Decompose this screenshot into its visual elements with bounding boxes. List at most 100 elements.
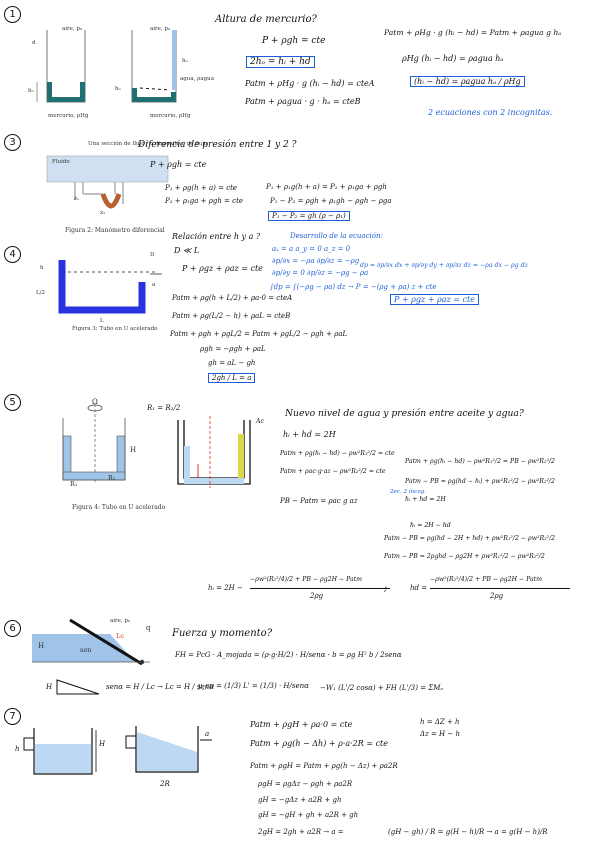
s4-line3: Patm + ρg(L/2 − h) + ρaL = cteB [172,312,291,320]
s6-line1: FH = PcG · A_mojada = (ρ·g·H/2) · H/senα… [175,651,402,659]
figure-manometer-left [36,30,86,103]
figure-rotating-u-tube-sketch [177,416,251,488]
s7-line4: ρgH = ρgΔz − ρgh + ρa2R [258,780,353,788]
s7-side1: h = ΔZ + h [420,718,460,726]
fig3-label-z1: z₁ [74,196,80,202]
fig6-label-q: q [146,624,151,632]
fig5-aceite-label: Ac [256,418,264,425]
figure-inclined-gate [32,618,150,666]
section-number: 3 [4,134,21,151]
s6-line4: −W₁ (L'/2 cosα) + FH (L'/3) = ΣMₒ [320,684,444,692]
s5-mid0: hᵢ = 2H − hd [410,522,451,529]
s4-right1: aₓ = a a_y = 0 a_z = 0 [272,245,351,253]
fig5-label-H: H [130,446,137,454]
s5-eq-top: R₁ = R₂/2 [147,404,181,412]
s5-title: Nuevo nivel de agua y presión entre acei… [285,408,524,419]
s7-line7a: 2gH = 2gh + a2R → a = [258,828,344,836]
s4-line2: Patm + ρg(h + L/2) + ρa·0 = cteA [172,294,293,302]
s5-h1-lhs: hᵢ = 2H − [208,584,243,592]
section-number: 7 [4,708,21,725]
s4-right6-boxed: P + ρgz + ρaz = cte [390,294,479,305]
fig5-label-omega: Ω [92,398,98,406]
section-number: 4 [4,246,21,263]
s5-mid2: Patm − PB = 2ρghd − ρg2H + ρw²R₁²/2 − ρw… [384,553,545,560]
fig1-label-hb: hₙ [28,88,34,94]
fig1r-label-aire: aire, p₀ [150,26,171,32]
s5-brace1: Patm + ρg(hᵢ − hd) − ρw²R₁²/2 = PB − ρw²… [405,458,555,465]
s3-line3: P₂ + ρ₁ga + ρgh = cte [165,197,244,205]
s4-right3: ∂p/∂y = 0 ∂p/∂z = −ρg − ρa [272,269,369,277]
s3-right3-boxed: P₁ − P₂ = gh (ρ − ρ₁) [268,211,350,221]
s4-line5: ρgh = −ρgh + ρaL [200,345,266,353]
fig3-label-fluido: Fluido [52,159,70,165]
fig7-label-h: h [15,745,20,753]
s4-line4: Patm + ρgh + ρgL/2 = Patm + ρgL/2 − ρgh … [170,330,348,338]
s4-line1: P + ρgz + ρaz = cte [182,264,263,273]
fig7-label-a: a [205,730,210,738]
s1-line2-boxed: 2hₒ = hᵢ + hd [246,56,315,68]
s5-line1: hᵢ + hd = 2H [283,430,336,439]
figure-tank-accelerated [125,726,212,773]
s1-line3: Patm + ρHg · g (hᵢ − hd) = cteA [245,79,375,88]
s1-line4: Patm + ρagua · g · hₐ = cteB [245,97,361,106]
s3-line2: P₁ + ρg(h + a) = cte [165,184,238,192]
s4-right4: dp = ∂p/∂x dx + ∂p/∂y dy + ∂p/∂z dz = −ρ… [360,262,528,269]
fig3-caption: Figura 2: Manómetro diferencial [65,227,165,234]
section-number: 6 [4,620,21,637]
section-number: 5 [4,394,21,411]
fig5-label-R2: R₂ [108,474,116,482]
s1-title: Altura de mercurio? [215,14,317,25]
fig3-label-top: Una sección de flujo / o dispositivo de … [88,141,208,147]
fig6-label-Lc: Lc [116,632,124,640]
s4-line6: gh = aL − gh [208,359,256,367]
s1-line1: P + ρgh = cte [262,36,326,46]
fig6-label-H: H [38,642,45,650]
s5-system-note: 2ec. 2 incog. [390,489,427,495]
fig4-label-a: a [152,282,156,288]
fig4-label-L2: L/2 [36,290,46,296]
figure-rotating-u-tube [62,404,126,483]
s3-line1: P + ρgh = cte [150,160,207,169]
fig5-label-R1: R₁ [70,480,78,488]
fig1-label-aire: aire, p₀ [62,26,83,32]
s5-semicolon: ; [384,584,388,594]
figure-gate-triangle [56,679,100,695]
s7-line5: gH = −gΔz + a2R + gh [258,796,342,804]
s6-line3: y_cp = (1/3) L' = (1/3) · H/senα [198,682,309,690]
s6-line2: senα = H / Lc → Lc = H / senα [106,683,214,691]
fig6-label-aire: aire, p₀ [110,618,131,624]
s6-title: Fuerza y momento? [172,628,273,639]
s1-right1: Patm + ρHg · g (hᵢ − hd) = Patm + ρagua … [384,28,562,37]
fig5-caption: Figura 4: Tubo en U acelerado [72,504,166,511]
s5-line4: PB − Patm = ρac g az [280,497,358,505]
fig4-label-h: h [40,265,44,271]
fig1-label-d: d [32,40,36,46]
s6-triangle-label: H [46,683,53,691]
fig1r-label-agua: agua, ρagua [180,76,214,82]
s5-line2: Patm + ρg(hᵢ − hd) − ρw²R₁²/2 = cte [280,450,395,457]
s1-right2: ρHg (hᵢ − hd) = ρagua hₐ [402,54,504,63]
s7-line2: Patm + ρg(h − Δh) + ρ·a·2R = cte [250,739,388,748]
figure-tank-rest [23,728,97,775]
fig7-label-H: H [99,740,106,748]
s4-dl: D ≪ L [174,246,200,255]
s5-h1-numerator: −ρw²(R₂²/4)/2 + PB − ρg2H − Patm [250,576,363,583]
s5-brace2: Patm − PB = ρg(hd − hᵢ) + ρw²R₁²/2 − ρw²… [405,478,555,485]
fig6-label-sen: sen [80,646,92,654]
fig4-label-L: L [100,318,104,324]
s4-right2: ∂p/∂x = −ρa ∂p/∂z = −ρg [272,257,360,265]
s5-brace3: hᵢ + hd = 2H [405,496,446,503]
fig4-caption: Figura 3: Tubo en U acelerado [72,326,158,332]
fig4-label-D: D [150,252,155,258]
s5-h2-denominator: 2ρg [490,592,504,600]
s5-line3: Patm + ρac·g·az − ρw²R₂²/2 = cte [280,468,386,475]
s3-right1: P₁ + ρ₁g(h + a) = P₂ + ρ₁ga + ρgh [266,183,387,191]
s7-line3: Patm + ρgH = Patm + ρg(h − Δz) + ρa2R [250,762,398,770]
s5-h2-numerator: −ρw²(R₂²/4)/2 + PB − ρg2H − Patm [430,576,543,583]
fig7-label-2R: 2R [160,780,170,788]
s7-line6: gH = −gH + gh + a2R + gh [258,811,359,819]
figure-differential-manometer [46,155,169,209]
s5-h2-lhs: hd = [410,584,428,592]
section-number: 1 [4,6,21,23]
s3-title: Diferencia de presión entre 1 y 2 ? [138,140,297,150]
